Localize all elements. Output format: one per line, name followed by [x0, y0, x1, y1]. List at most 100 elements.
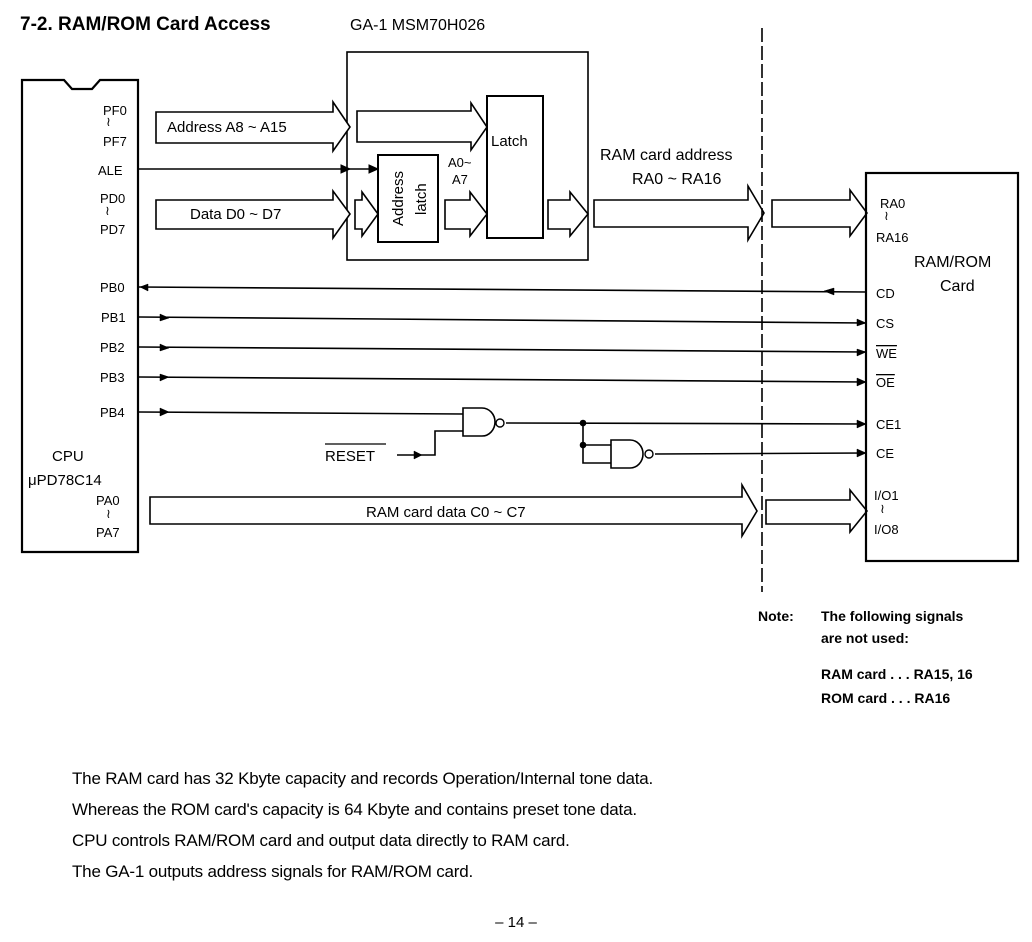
- arrow-head: [856, 448, 867, 458]
- bus-arrow-ram-address: [593, 183, 765, 243]
- pin-pb0: PB0: [100, 280, 125, 295]
- pin-io1: I/O1: [874, 488, 899, 503]
- address-latch-label-1: Address: [390, 171, 407, 226]
- control-lines: [138, 286, 867, 464]
- pin-oe: OE: [876, 375, 895, 390]
- bus-arrows: [149, 99, 869, 539]
- ga1-block: [346, 51, 589, 261]
- nand-bubble-2: [644, 449, 654, 459]
- ram-card-data-label: RAM card data C0 ~ C7: [366, 504, 526, 521]
- arrow-head: [856, 377, 867, 387]
- pin-ra0: RA0: [880, 196, 905, 211]
- pin-ce1: CE1: [876, 417, 901, 432]
- reset-line: [397, 430, 463, 456]
- chip-label: GA-1 MSM70H026: [350, 17, 485, 34]
- address-latch-block: [377, 154, 439, 243]
- pin-cd: CD: [876, 286, 895, 301]
- arrow-head: [139, 283, 149, 292]
- pin-pb3: PB3: [100, 370, 125, 385]
- nand-gate-2: [610, 439, 644, 469]
- cpu-part: μPD78C14: [28, 472, 102, 489]
- address-latch-label-2: latch: [413, 183, 430, 215]
- arrowheads: [139, 283, 867, 460]
- arrow-head: [340, 164, 352, 174]
- bus-arrow-ram-data: [149, 482, 758, 539]
- page-number: – 14 –: [495, 914, 537, 931]
- a0-a7-label-1: A0~: [448, 155, 472, 170]
- section-title: 7-2. RAM/ROM Card Access: [20, 14, 271, 35]
- card-pin-labels: RA0 ≀ RA16 CD CS WE OE CE1 CE I/O1 ≀ I/O…: [874, 196, 909, 537]
- card-title-2: Card: [940, 278, 975, 295]
- description-line-1: The RAM card has 32 Kbyte capacity and r…: [72, 769, 654, 788]
- pin-pa0: PA0: [96, 493, 120, 508]
- range-mark: ≀: [106, 114, 111, 129]
- pb0-cd-line: [138, 286, 867, 293]
- data-bus-label: Data D0 ~ D7: [190, 206, 281, 223]
- cpu-pin-labels: PF0 ≀ PF7 ALE PD0 ≀ PD7 PB0 PB1 PB2 PB3 …: [28, 103, 127, 540]
- nand1-ce1-line: [505, 422, 867, 425]
- pb2-we-line: [138, 346, 867, 353]
- cpu-name: CPU: [52, 448, 84, 465]
- ram-card-address-label-2: RA0 ~ RA16: [632, 171, 721, 188]
- card-title-1: RAM/ROM: [914, 254, 991, 271]
- note-label: Note:: [758, 608, 794, 624]
- bus-arrow-to-address-latch: [354, 189, 379, 239]
- nand2-ce-line: [654, 452, 867, 455]
- ram-card-address-label-1: RAM card address: [600, 147, 733, 164]
- pin-we: WE: [876, 346, 897, 361]
- description-line-3: CPU controls RAM/ROM card and output dat…: [72, 831, 570, 850]
- ce-branch-line: [582, 423, 611, 446]
- pin-pf0: PF0: [103, 103, 127, 118]
- cpu-block: [20, 78, 140, 554]
- junction-dot: [579, 419, 587, 427]
- pin-pb1: PB1: [101, 310, 126, 325]
- range-mark: ≀: [106, 506, 111, 521]
- note-line-2: are not used:: [821, 630, 909, 646]
- arrow-head: [823, 287, 835, 296]
- pin-pb4: PB4: [100, 405, 125, 420]
- bus-arrow-a0-a7: [444, 189, 489, 239]
- pin-pb2: PB2: [100, 340, 125, 355]
- pin-io8: I/O8: [874, 522, 899, 537]
- pb3-oe-line: [138, 376, 867, 383]
- note-line-1: The following signals: [821, 608, 964, 624]
- latch-label: Latch: [491, 133, 528, 150]
- address-high-label: Address A8 ~ A15: [167, 119, 287, 136]
- card-block: [864, 171, 1020, 563]
- note-line-3: RAM card . . . RA15, 16: [821, 666, 973, 682]
- pin-ra16: RA16: [876, 230, 909, 245]
- a0-a7-label-2: A7: [452, 172, 468, 187]
- range-mark: ≀: [884, 208, 889, 223]
- junction-dot: [579, 441, 587, 449]
- bus-arrow-data: [155, 188, 351, 241]
- reset-label: RESET: [325, 448, 375, 465]
- pin-pf7: PF7: [103, 134, 127, 149]
- bus-arrow-card-data: [765, 487, 869, 535]
- arrow-head: [856, 419, 867, 429]
- arrow-head: [856, 348, 867, 357]
- pin-cs: CS: [876, 316, 894, 331]
- pin-pa7: PA7: [96, 525, 120, 540]
- pin-ale: ALE: [98, 163, 123, 178]
- description-line-4: The GA-1 outputs address signals for RAM…: [72, 862, 473, 881]
- range-mark: ≀: [105, 203, 110, 218]
- arrow-head: [159, 373, 170, 382]
- bus-arrow-address-high: [155, 99, 351, 154]
- latch-block: [486, 95, 544, 239]
- bus-arrow-latch-out: [547, 189, 590, 239]
- pin-pd0: PD0: [100, 191, 125, 206]
- arrow-head: [159, 407, 170, 417]
- arrow-head: [413, 450, 423, 460]
- ce-branch-line-2: [582, 445, 611, 464]
- arrow-head: [856, 318, 867, 327]
- pin-ce: CE: [876, 446, 894, 461]
- pin-pd7: PD7: [100, 222, 125, 237]
- arrow-head: [159, 343, 170, 352]
- range-mark: ≀: [880, 501, 885, 516]
- arrow-head: [159, 313, 170, 322]
- bus-arrow-to-latch-high: [356, 100, 488, 153]
- pb4-nand-line: [138, 411, 464, 415]
- bus-arrow-card-address: [771, 187, 868, 239]
- pb1-cs-line: [138, 316, 867, 324]
